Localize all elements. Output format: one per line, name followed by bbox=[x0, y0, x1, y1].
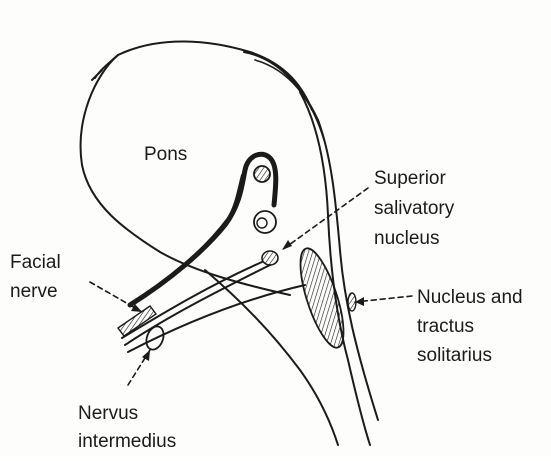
arrow-superior-salivatory bbox=[282, 240, 292, 250]
upper-notch bbox=[92, 55, 118, 80]
superior-salivatory-nucleus-shape bbox=[262, 251, 278, 265]
abducens-nucleus bbox=[254, 166, 270, 182]
label-facial-nerve-1: Facial bbox=[10, 252, 61, 273]
label-nervus-intermedius-1: Nervus bbox=[78, 403, 138, 424]
label-nervus-intermedius-2: intermedius bbox=[78, 431, 176, 452]
label-superior-salivatory-2: salivatory bbox=[374, 198, 455, 219]
ventricle-floor-third bbox=[255, 60, 324, 140]
nervus-intermedius-fiber-3 bbox=[122, 262, 262, 338]
label-pons: Pons bbox=[144, 144, 187, 165]
label-superior-salivatory-3: nucleus bbox=[374, 228, 440, 249]
label-nucleus-tractus-3: solitarius bbox=[417, 345, 492, 366]
facial-nerve-genu-inner bbox=[138, 175, 242, 300]
label-nucleus-tractus-2: tractus bbox=[417, 316, 474, 337]
label-facial-nerve-2: nerve bbox=[10, 281, 58, 302]
label-superior-salivatory-1: Superior bbox=[374, 168, 446, 189]
nervus-intermedius-fiber-1 bbox=[125, 265, 270, 345]
nucleus-tractus-solitarius-shape bbox=[292, 244, 353, 352]
label-nucleus-tractus-1: Nucleus and bbox=[417, 287, 523, 308]
pons-top-contour bbox=[118, 41, 312, 110]
leader-superior-salivatory bbox=[282, 188, 368, 250]
